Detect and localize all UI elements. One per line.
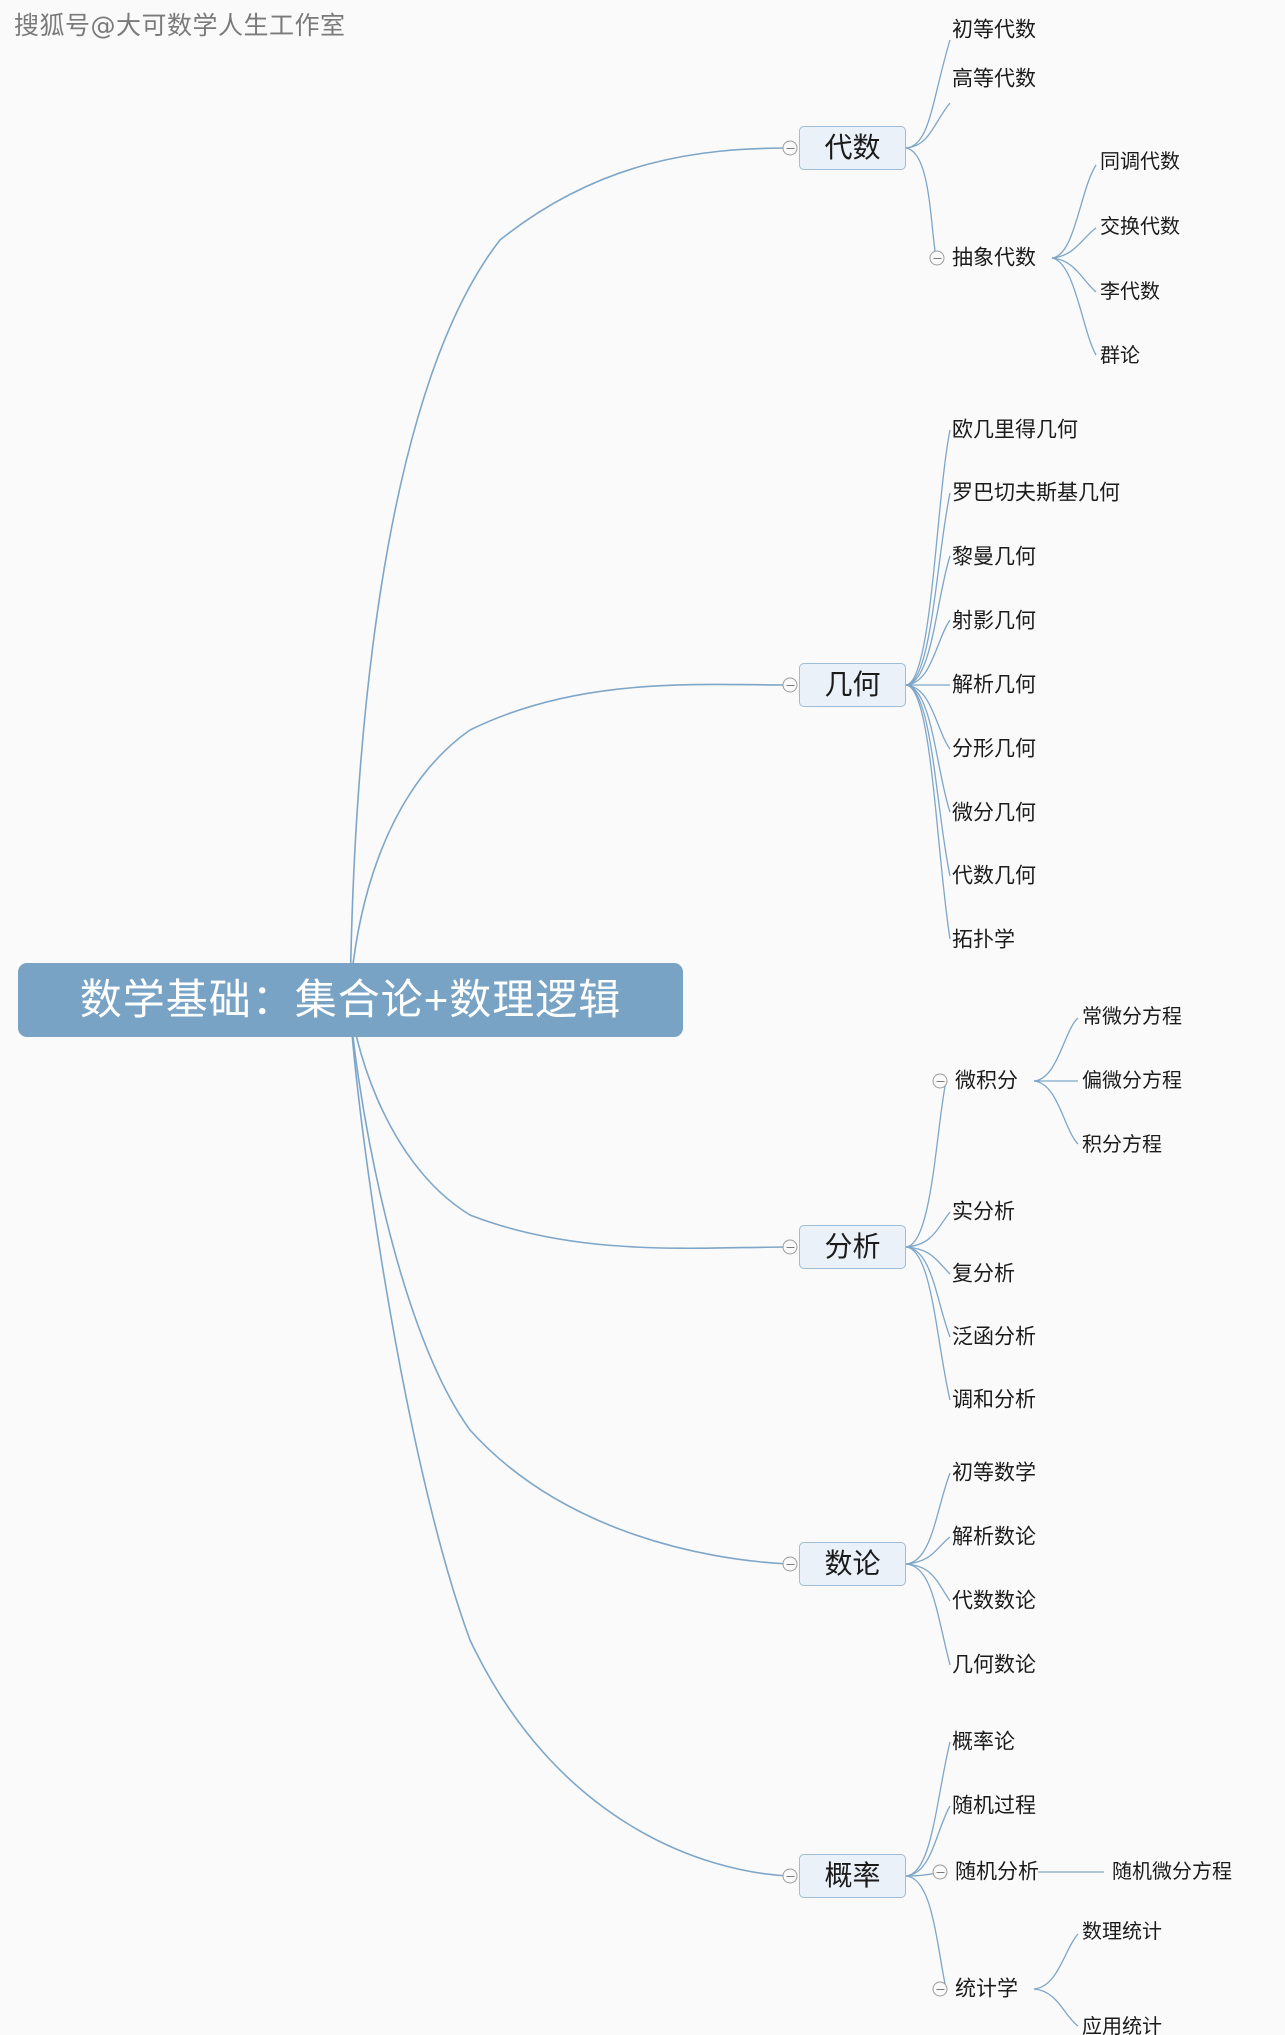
- leaf-algebra-0[interactable]: 初等代数: [952, 18, 1036, 42]
- leaf-number-theory-2[interactable]: 代数数论: [952, 1589, 1036, 1613]
- collapse-toggle-analysis[interactable]: [782, 1239, 798, 1255]
- leaf-number-theory-1[interactable]: 解析数论: [952, 1525, 1036, 1549]
- collapse-toggle-geometry[interactable]: [782, 677, 798, 693]
- leaf-abstract-algebra-2[interactable]: 李代数: [1100, 281, 1160, 303]
- leaf-number-theory-0[interactable]: 初等数学: [952, 1461, 1036, 1485]
- leaf-probability-3[interactable]: 统计学: [955, 1977, 1018, 2001]
- collapse-toggle-algebra[interactable]: [782, 140, 798, 156]
- collapse-toggle-calculus[interactable]: [932, 1073, 948, 1089]
- leaf-geometry-2[interactable]: 黎曼几何: [952, 545, 1036, 569]
- branch-node-algebra[interactable]: 代数: [799, 126, 906, 170]
- leaf-calculus-0[interactable]: 常微分方程: [1082, 1006, 1182, 1028]
- branch-label-geometry: 几何: [824, 669, 881, 700]
- leaf-geometry-0[interactable]: 欧几里得几何: [952, 418, 1078, 442]
- leaf-geometry-5[interactable]: 分形几何: [952, 737, 1036, 761]
- watermark: 搜狐号@大可数学人生工作室: [14, 11, 346, 40]
- branch-label-analysis: 分析: [824, 1231, 881, 1262]
- collapse-toggle-statistics[interactable]: [932, 1981, 948, 1997]
- leaf-analysis-4[interactable]: 调和分析: [952, 1388, 1036, 1412]
- root-node[interactable]: 数学基础：集合论+数理逻辑: [18, 963, 683, 1037]
- collapse-toggle-stochastic-analysis[interactable]: [932, 1864, 948, 1880]
- collapse-toggle-probability[interactable]: [782, 1868, 798, 1884]
- leaf-analysis-1[interactable]: 实分析: [952, 1200, 1015, 1224]
- leaf-algebra-1[interactable]: 高等代数: [952, 67, 1036, 91]
- branch-node-geometry[interactable]: 几何: [799, 663, 906, 707]
- leaf-statistics-0[interactable]: 数理统计: [1082, 1921, 1162, 1943]
- branch-node-number-theory[interactable]: 数论: [799, 1542, 906, 1586]
- leaf-geometry-8[interactable]: 拓扑学: [952, 928, 1015, 952]
- leaf-calculus-1[interactable]: 偏微分方程: [1082, 1070, 1182, 1092]
- leaf-probability-1[interactable]: 随机过程: [952, 1794, 1036, 1818]
- leaf-calculus-2[interactable]: 积分方程: [1082, 1134, 1162, 1156]
- leaf-abstract-algebra-3[interactable]: 群论: [1100, 345, 1140, 367]
- leaf-statistics-1[interactable]: 应用统计: [1082, 2016, 1162, 2035]
- leaf-analysis-3[interactable]: 泛函分析: [952, 1325, 1036, 1349]
- leaf-stochastic-analysis-0[interactable]: 随机微分方程: [1112, 1861, 1232, 1883]
- branch-node-probability[interactable]: 概率: [799, 1854, 906, 1898]
- leaf-algebra-2[interactable]: 抽象代数: [952, 246, 1036, 270]
- branch-label-number-theory: 数论: [824, 1548, 881, 1579]
- leaf-probability-2[interactable]: 随机分析: [955, 1860, 1039, 1884]
- leaf-geometry-6[interactable]: 微分几何: [952, 801, 1036, 825]
- leaf-geometry-7[interactable]: 代数几何: [952, 864, 1036, 888]
- branch-label-probability: 概率: [824, 1860, 881, 1891]
- collapse-toggle-abstract-algebra[interactable]: [929, 250, 945, 266]
- root-node-label: 数学基础：集合论+数理逻辑: [79, 976, 622, 1023]
- leaf-geometry-1[interactable]: 罗巴切夫斯基几何: [952, 481, 1120, 505]
- leaf-number-theory-3[interactable]: 几何数论: [952, 1653, 1036, 1677]
- leaf-geometry-3[interactable]: 射影几何: [952, 609, 1036, 633]
- leaf-analysis-0[interactable]: 微积分: [955, 1069, 1018, 1093]
- leaf-abstract-algebra-1[interactable]: 交换代数: [1100, 216, 1180, 238]
- leaf-abstract-algebra-0[interactable]: 同调代数: [1100, 151, 1180, 173]
- leaf-probability-0[interactable]: 概率论: [952, 1730, 1015, 1754]
- leaf-geometry-4[interactable]: 解析几何: [952, 673, 1036, 697]
- leaf-analysis-2[interactable]: 复分析: [952, 1262, 1015, 1286]
- branch-node-analysis[interactable]: 分析: [799, 1225, 906, 1269]
- branch-label-algebra: 代数: [824, 132, 881, 163]
- collapse-toggle-number-theory[interactable]: [782, 1556, 798, 1572]
